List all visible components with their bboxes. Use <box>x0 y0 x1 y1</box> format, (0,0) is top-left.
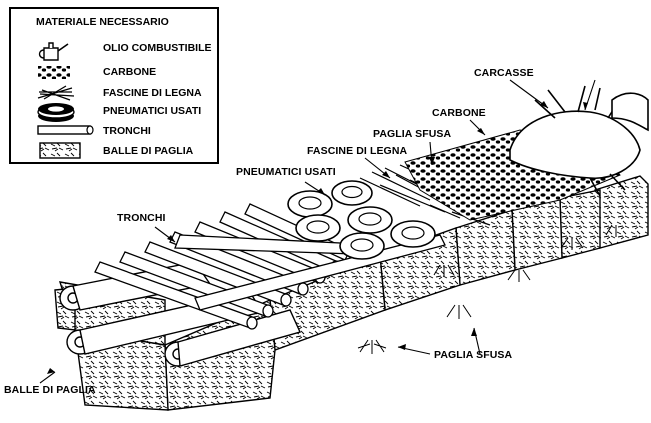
arrowheads <box>47 101 588 374</box>
legend-box: MATERIALE NECESSARIO OLIO COMBUSTIBILE C… <box>9 7 219 164</box>
logs <box>94 203 446 330</box>
legend-label: PNEUMATICI USATI <box>103 105 202 117</box>
kindling-icon <box>37 85 75 101</box>
legend-label: BALLE DI PAGLIA <box>103 145 194 157</box>
legend-title: MATERIALE NECESSARIO <box>36 16 169 28</box>
straw-bale-icon <box>39 142 81 159</box>
tire-stack-icon <box>37 103 75 122</box>
label-carbone: CARBONE <box>432 107 486 119</box>
carcasses <box>509 85 649 197</box>
label-fascine-di-legna: FASCINE DI LEGNA <box>307 145 408 157</box>
legend-label: TRONCHI <box>103 125 151 137</box>
label-paglia-sfusa-top: PAGLIA SFUSA <box>373 128 452 140</box>
legend-label: CARBONE <box>103 66 157 78</box>
label-carcasse: CARCASSE <box>474 67 534 79</box>
oil-can-icon <box>38 42 69 61</box>
legend-item-tires: PNEUMATICI USATI <box>11 101 217 123</box>
label-balle-di-paglia: BALLE DI PAGLIA <box>4 384 96 396</box>
legend-label: OLIO COMBUSTIBILE <box>103 42 212 54</box>
legend-item-oil: OLIO COMBUSTIBILE <box>11 38 217 61</box>
legend-label: FASCINE DI LEGNA <box>103 87 202 99</box>
log-icon <box>37 125 94 135</box>
label-tronchi: TRONCHI <box>117 212 166 224</box>
label-pneumatici-usati: PNEUMATICI USATI <box>236 166 336 178</box>
loose-straw <box>357 224 617 354</box>
tires <box>287 180 436 260</box>
label-paglia-sfusa-bottom: PAGLIA SFUSA <box>434 349 513 361</box>
legend-item-bales: BALLE DI PAGLIA <box>11 142 217 164</box>
legend-item-logs: TRONCHI <box>11 123 217 145</box>
legend-item-coal: CARBONE <box>11 64 217 86</box>
coal-icon <box>38 66 70 79</box>
legend-item-kindling: FASCINE DI LEGNA <box>11 84 217 106</box>
